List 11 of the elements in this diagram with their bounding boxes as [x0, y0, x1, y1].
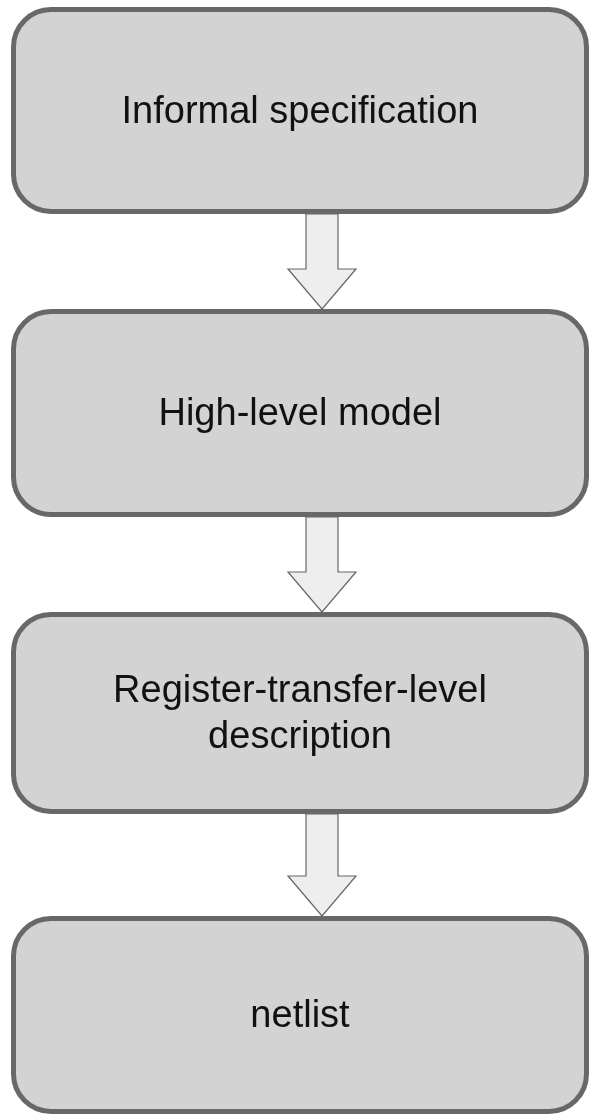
box-label: High-level model: [157, 390, 443, 436]
process-box: [11, 7, 589, 214]
process-box: [11, 916, 589, 1114]
block-arrow: [286, 813, 358, 917]
process-box: [11, 309, 589, 517]
box-label: Register-transfer-level description: [112, 667, 488, 758]
block-arrow: [286, 213, 358, 310]
block-arrow: [286, 516, 358, 613]
box-label: Informal specification: [120, 87, 480, 133]
process-box: [11, 612, 589, 814]
box-label: netlist: [249, 992, 351, 1038]
